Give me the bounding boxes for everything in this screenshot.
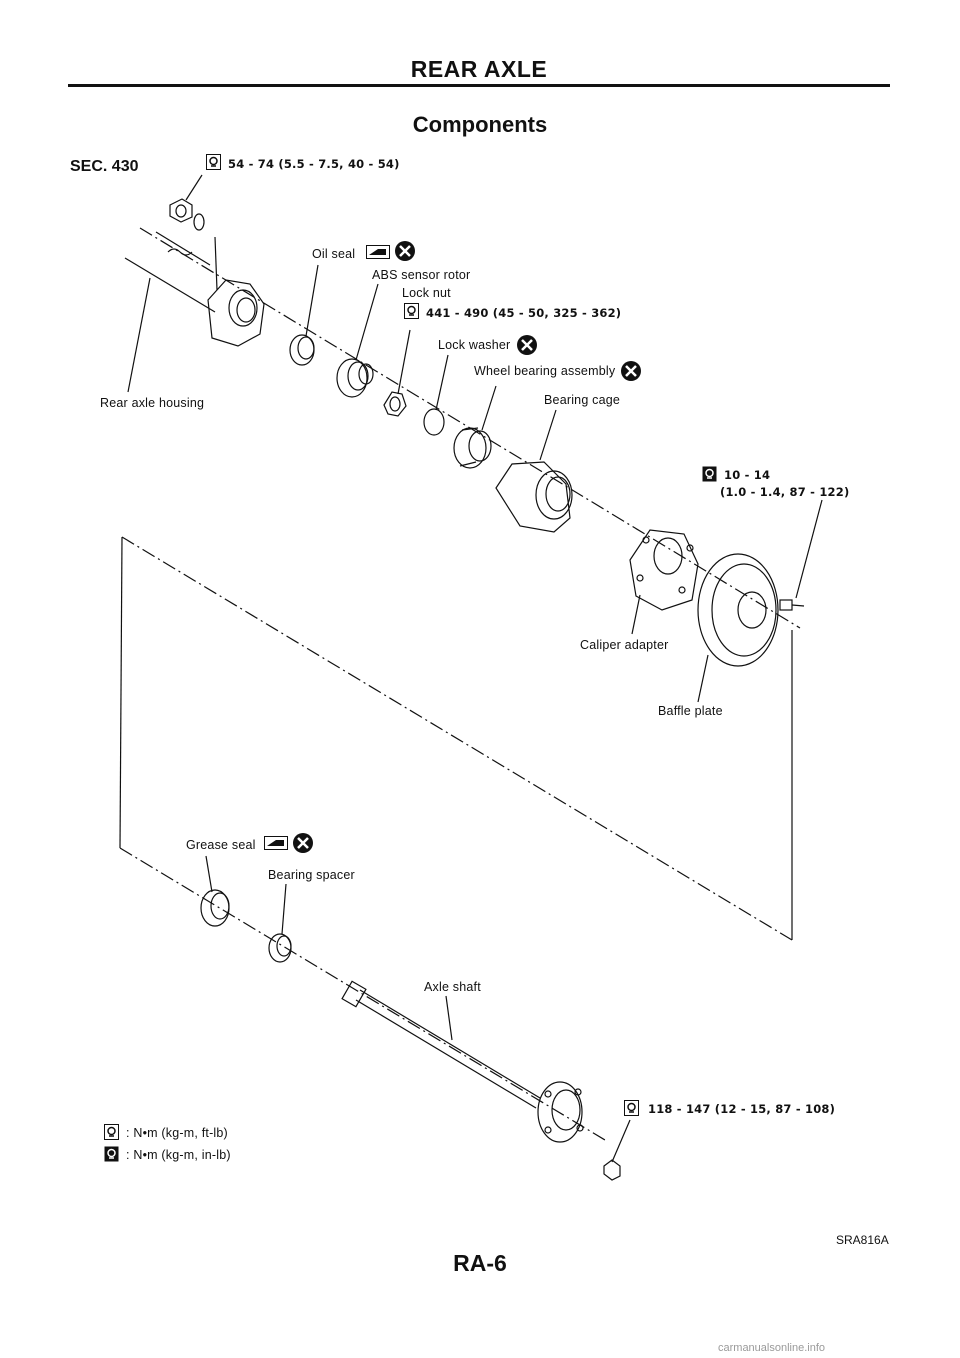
header-title: REAR AXLE [410, 56, 548, 82]
bottom-bolt-part [603, 1159, 621, 1181]
replace-icon [517, 335, 537, 355]
frame-bottom-diag [119, 847, 606, 1141]
leader-grease-seal [205, 855, 213, 893]
torque-118-147-spec: 118 - 147 (12 - 15, 87 - 108) [648, 1102, 836, 1116]
section-title: Components [412, 112, 548, 137]
figure-id: SRA816A [836, 1233, 889, 1247]
leader-lock-nut [397, 329, 411, 395]
legend-torque-wrench-icon [104, 1124, 119, 1140]
top-nut [169, 198, 193, 223]
wheel-bearing-part [453, 427, 492, 469]
caliper-adapter-part [629, 529, 699, 611]
leader-118-147 [611, 1119, 631, 1163]
legend-ft-lb: : N•m (kg-m, ft-lb) [126, 1126, 228, 1140]
housing-line-a [124, 257, 216, 313]
page-number: RA-6 [453, 1250, 507, 1276]
replace-icon [395, 241, 415, 261]
torque-wrench-icon [624, 1100, 639, 1116]
lock-nut-torque-spec: 441 - 490 (45 - 50, 325 - 362) [426, 306, 622, 320]
grease-seal-part [200, 889, 230, 927]
leader-abs [355, 283, 379, 361]
label-rear-axle-housing: Rear axle housing [100, 396, 205, 410]
axle-shaft-part [341, 980, 584, 1143]
housing-flange [207, 279, 265, 347]
lock-nut-part [383, 391, 407, 417]
leader-rear-axle-housing [127, 277, 151, 393]
torque-wrench-small-icon [702, 466, 717, 482]
torque-10-14-line1: 10 - 14 [724, 468, 771, 482]
torque-wrench-icon [404, 303, 419, 319]
frame-left [119, 536, 123, 849]
label-grease-seal: Grease seal [186, 838, 256, 852]
label-caliper-adapter: Caliper adapter [580, 638, 669, 652]
label-lock-washer: Lock washer [438, 338, 511, 352]
grease-apply-icon [366, 245, 390, 259]
legend-in-lb: : N•m (kg-m, in-lb) [126, 1148, 231, 1162]
small-bolt-part [779, 599, 805, 611]
leader-caliper [631, 594, 641, 635]
label-bearing-cage: Bearing cage [544, 393, 621, 407]
label-lock-nut: Lock nut [402, 286, 451, 300]
clip [167, 248, 193, 256]
oil-seal-part [289, 334, 315, 366]
leader-oil-seal [305, 264, 319, 337]
leader-wheel-bearing [481, 385, 497, 431]
leader-bearing-cage [539, 409, 557, 461]
label-oil-seal: Oil seal [312, 247, 356, 261]
leader-baffle [697, 654, 709, 703]
leader-lock-washer [435, 354, 449, 411]
replace-icon [293, 833, 313, 853]
replace-icon [621, 361, 641, 381]
legend-torque-wrench-small-icon [104, 1146, 119, 1162]
bearing-spacer-part [268, 933, 292, 963]
frame-top-diag [121, 536, 793, 941]
housing-line-b [155, 231, 211, 266]
leader-axle-shaft [445, 995, 453, 1041]
grease-apply-icon [264, 836, 288, 850]
leader-bearing-spacer [281, 883, 287, 935]
label-wheel-bearing-assembly: Wheel bearing assembly [474, 364, 616, 378]
leader-top-torque [185, 174, 203, 201]
lock-washer-part [423, 408, 445, 436]
abs-rotor-part [336, 358, 374, 398]
torque-10-14-line2: (1.0 - 1.4, 87 - 122) [720, 485, 850, 499]
top-torque-spec: 54 - 74 (5.5 - 7.5, 40 - 54) [228, 157, 400, 171]
torque-wrench-icon [206, 154, 221, 170]
label-bearing-spacer: Bearing spacer [268, 868, 355, 882]
label-baffle-plate: Baffle plate [658, 704, 723, 718]
header-rule [68, 84, 890, 87]
label-abs-sensor-rotor: ABS sensor rotor [372, 268, 471, 282]
bearing-cage-part [495, 461, 573, 533]
leader-10-14 [795, 499, 823, 599]
label-axle-shaft: Axle shaft [424, 980, 481, 994]
page-header: REAR AXLE [68, 56, 890, 83]
top-washer [193, 213, 205, 231]
section-code: SEC. 430 [70, 158, 139, 175]
baffle-plate-part [697, 553, 779, 667]
footer-url[interactable]: carmanualsonline.info [718, 1342, 826, 1354]
